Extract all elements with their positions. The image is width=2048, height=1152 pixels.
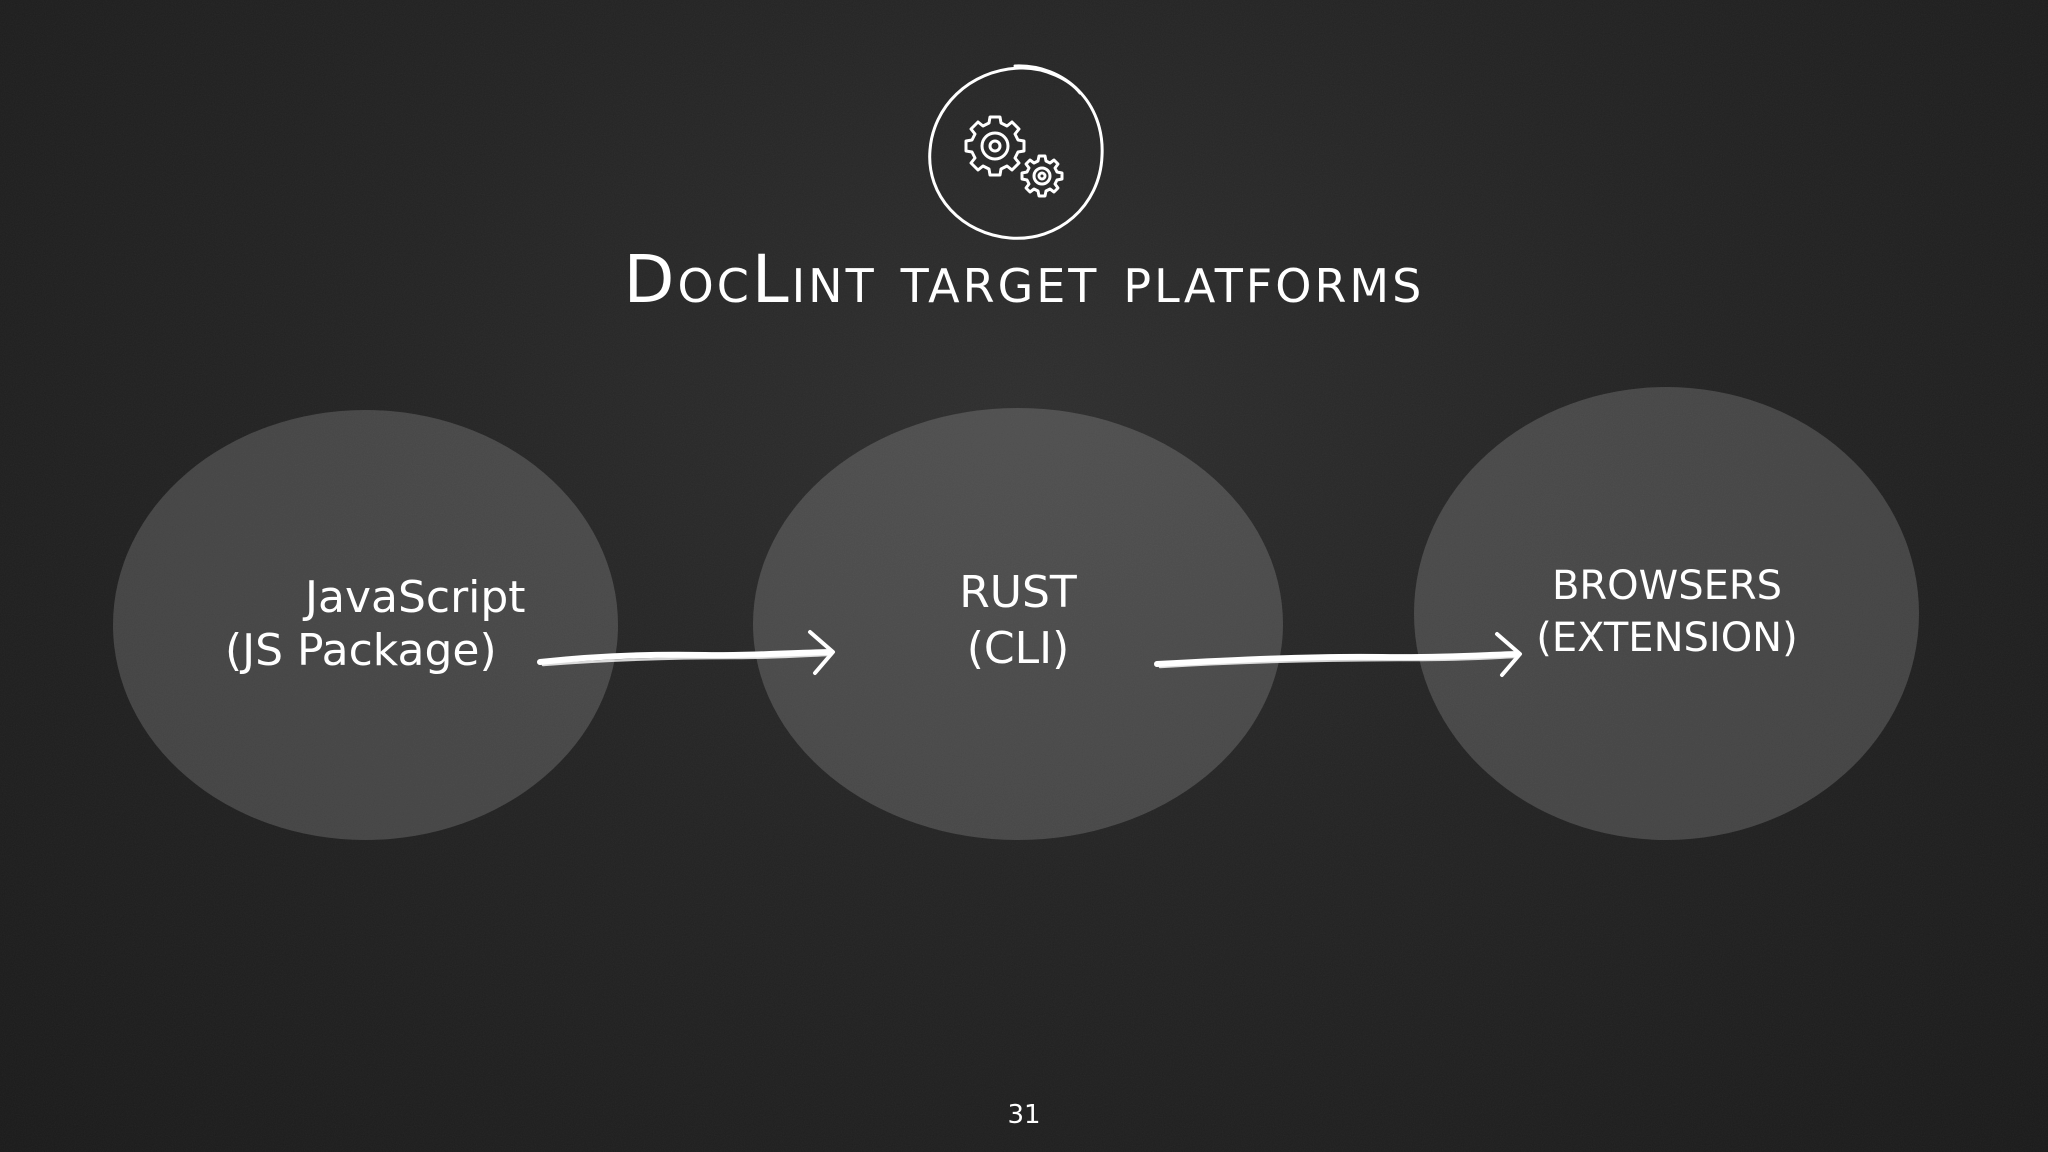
- node-label-javascript: JavaScript: [305, 572, 526, 623]
- node-sublabel-cli: (CLI): [966, 623, 1070, 674]
- node-title-rust: RUST: [959, 567, 1077, 618]
- platform-node-javascript: [113, 410, 618, 840]
- platform-node-browsers: [1414, 387, 1919, 840]
- node-sublabel-extension: (EXTENSION): [1536, 615, 1798, 661]
- node-sublabel-js-package: (JS Package): [225, 625, 497, 676]
- platform-node-rust: [753, 408, 1283, 840]
- arrow-js-to-rust: [537, 630, 835, 675]
- gears-icon: [928, 64, 1104, 240]
- node-label-rust: RUST (CLI): [868, 565, 1168, 677]
- page-number: 31: [1007, 1100, 1041, 1130]
- slide-title: DocLint target platforms: [623, 241, 1425, 318]
- node-label-browsers: BROWSERS (EXTENSION): [1517, 560, 1817, 664]
- node-title-browsers: BROWSERS: [1551, 563, 1783, 609]
- arrow-rust-to-browsers: [1154, 632, 1522, 677]
